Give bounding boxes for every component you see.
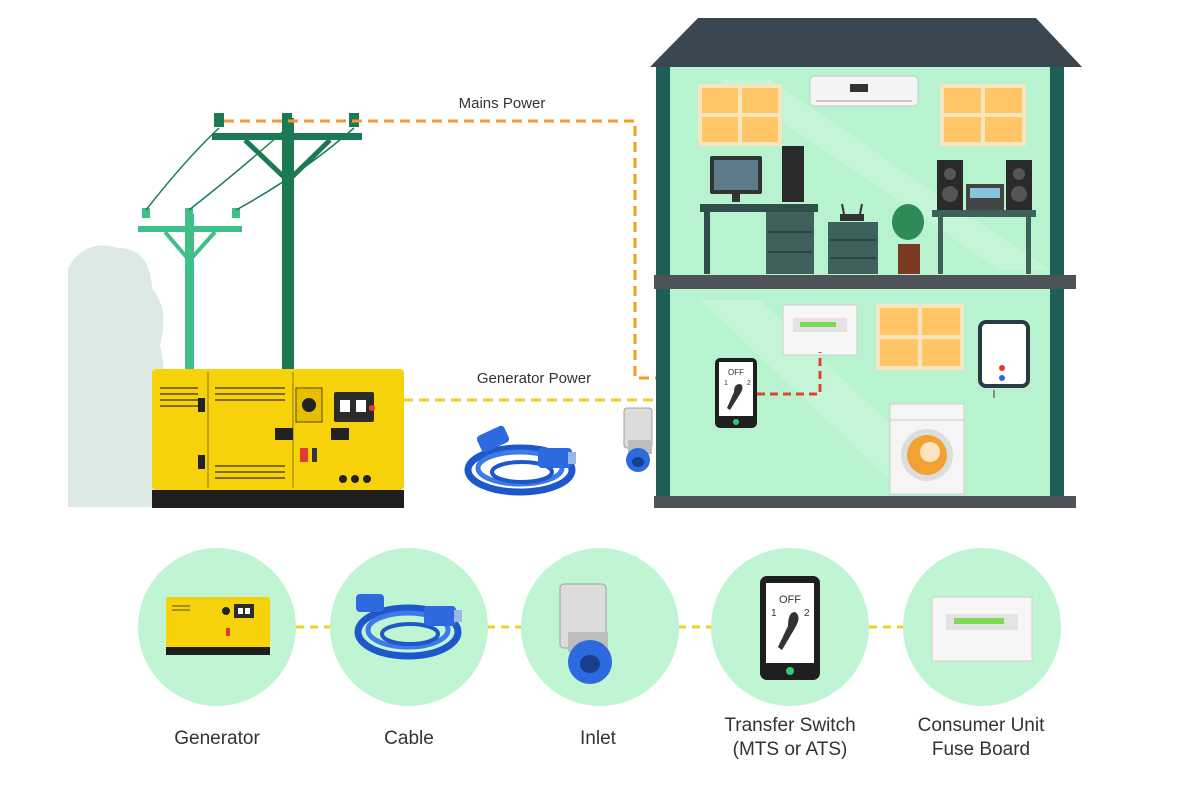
plant-icon <box>892 204 924 274</box>
drawer-cabinet-icon <box>828 222 878 274</box>
switch-position-2: 2 <box>804 608 810 619</box>
utility-poles <box>138 113 362 374</box>
inlet-icon <box>623 407 653 472</box>
switch-off-label: OFF <box>728 368 744 377</box>
switch-position-1: 1 <box>724 380 728 387</box>
step-inlet <box>521 548 679 706</box>
step-label-consumer-unit: Consumer Unit Fuse Board <box>917 715 1045 760</box>
fuse-board-icon <box>931 596 1033 662</box>
step-label-inlet: Inlet <box>580 728 616 749</box>
window-icon <box>698 84 782 146</box>
step-label-cable: Cable <box>384 728 434 749</box>
step-labels: Generator Cable Inlet Transfer Switch (M… <box>0 700 1200 800</box>
mains-power-label: Mains Power <box>459 95 546 112</box>
window-icon <box>940 84 1026 146</box>
step-label-transfer-switch: Transfer Switch (MTS or ATS) <box>724 715 856 760</box>
transfer-switch-icon: OFF 1 2 <box>715 358 757 428</box>
window-icon <box>876 304 964 370</box>
stereo-system-icon <box>932 160 1036 274</box>
switch-to-fuse-board-line <box>757 352 822 396</box>
water-heater-icon <box>978 320 1030 398</box>
cable-reel-icon <box>464 425 576 496</box>
switch-position-1: 1 <box>771 608 777 619</box>
switch-off-label: OFF <box>779 594 801 606</box>
generator-icon <box>152 369 404 508</box>
step-transfer-switch: OFF 1 2 <box>711 548 869 706</box>
switch-position-2: 2 <box>747 380 751 387</box>
tree-icon <box>68 245 164 507</box>
step-cable <box>330 548 488 706</box>
air-conditioner-icon <box>809 75 919 107</box>
inlet-icon <box>559 583 612 684</box>
step-label-generator: Generator <box>174 728 260 749</box>
generator-power-label: Generator Power <box>477 370 591 387</box>
fuse-board-icon <box>782 304 858 356</box>
router-icon <box>840 203 864 221</box>
washing-machine-icon <box>889 403 965 495</box>
step-consumer-unit <box>903 548 1061 706</box>
generator-icon <box>166 597 270 655</box>
transfer-switch-icon: OFF 1 2 <box>760 576 820 680</box>
mains-power-line <box>224 119 715 380</box>
step-generator <box>138 548 296 706</box>
computer-desk-icon <box>700 146 818 274</box>
cable-reel-icon <box>354 594 462 660</box>
